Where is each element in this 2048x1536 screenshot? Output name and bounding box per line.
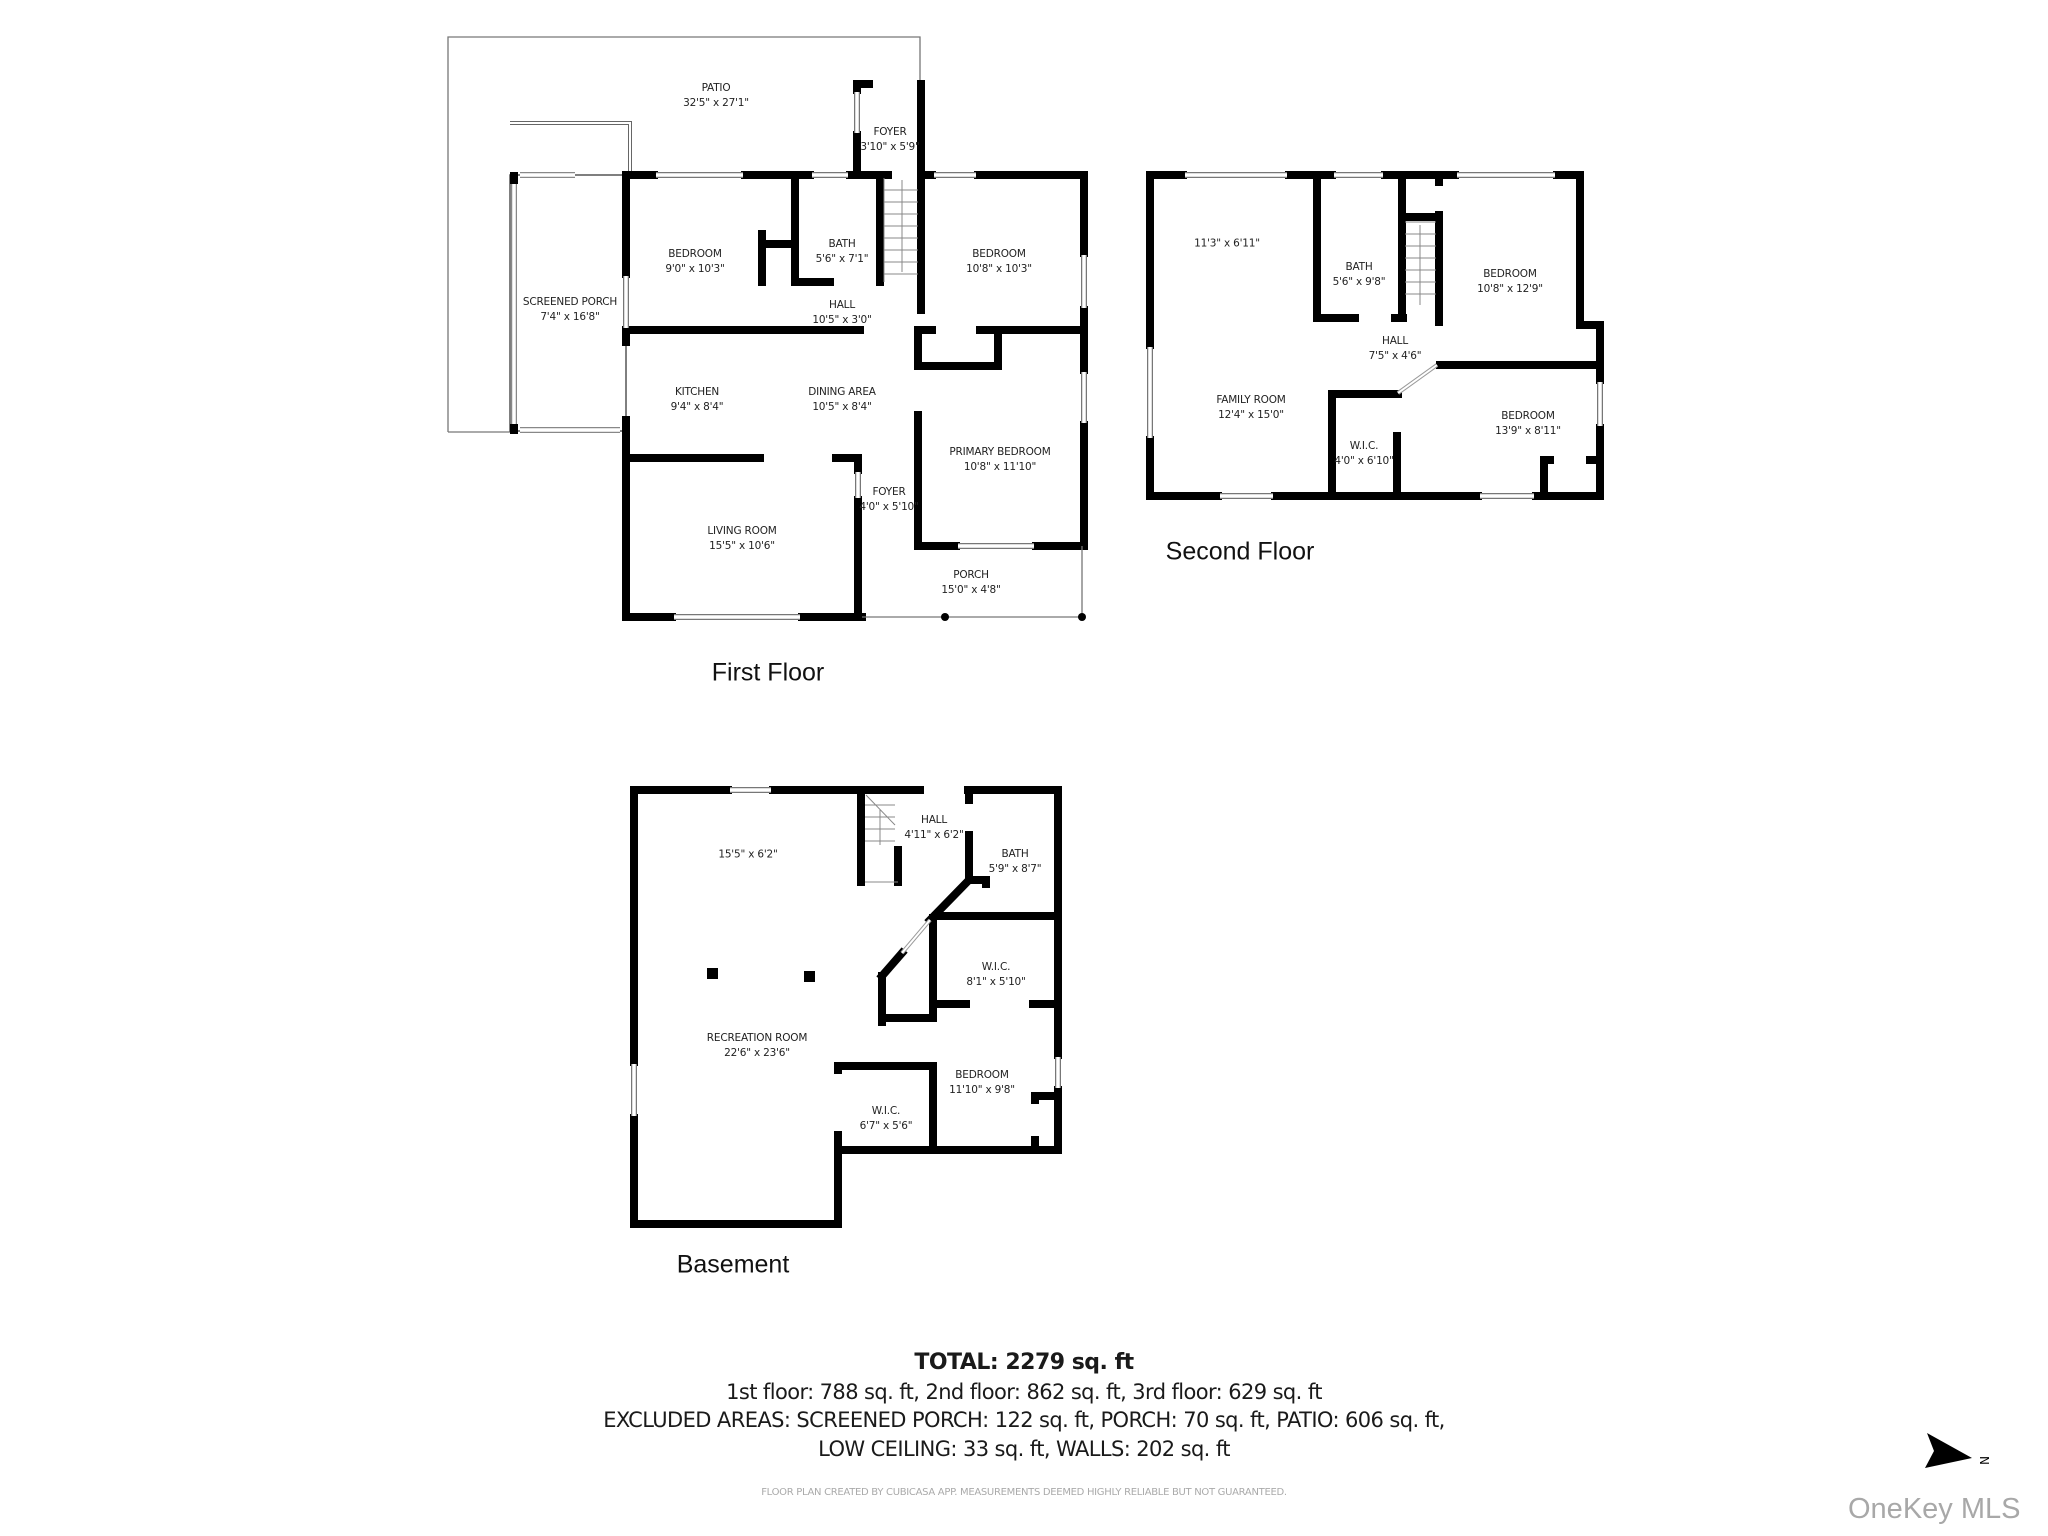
room-name: HALL [1382, 335, 1408, 347]
room-dimensions: 6'7" x 5'6" [859, 1120, 913, 1132]
north-label: N [1977, 1456, 1991, 1465]
room-bedroom-basement: BEDROOM 11'10" x 9'8" [949, 1068, 1015, 1098]
room-name: HALL [921, 814, 947, 826]
basement-plan [630, 786, 1062, 1228]
room-bedroom-3: BEDROOM 10'8" x 12'9" [1477, 267, 1543, 297]
room-name: BEDROOM [972, 248, 1026, 260]
room-name: PORCH [953, 569, 989, 581]
room-name: RECREATION ROOM [706, 1032, 808, 1044]
room-recreation-room: RECREATION ROOM 22'6" x 23'6" [706, 1031, 808, 1061]
room-name: FAMILY ROOM [1216, 394, 1286, 406]
room-bedroom-2: BEDROOM 10'8" x 10'3" [966, 247, 1032, 277]
room-foyer-upper: FOYER 3'10" x 5'9" [860, 125, 920, 155]
first-floor-plan [447, 36, 1088, 621]
room-dimensions: 15'5" x 10'6" [709, 540, 775, 552]
room-name: BEDROOM [1501, 410, 1555, 422]
room-bedroom-4: BEDROOM 13'9" x 8'11" [1495, 409, 1561, 439]
room-dimensions: 10'5" x 8'4" [812, 401, 872, 413]
room-unnamed-upper: 11'3" x 6'11" [1194, 237, 1260, 252]
room-name: W.I.C. [981, 961, 1011, 973]
room-dimensions: 10'8" x 12'9" [1477, 283, 1543, 295]
room-name: FOYER [872, 486, 906, 498]
room-dimensions: 5'9" x 8'7" [988, 863, 1042, 875]
room-dimensions: 9'4" x 8'4" [670, 401, 724, 413]
room-screened-porch: SCREENED PORCH 7'4" x 16'8" [523, 295, 617, 325]
room-bath-basement: BATH 5'9" x 8'7" [989, 847, 1042, 877]
room-foyer-lower: FOYER 4'0" x 5'10" [859, 485, 919, 515]
room-dimensions: 7'4" x 16'8" [540, 311, 600, 323]
room-bedroom-1: BEDROOM 9'0" x 10'3" [665, 247, 725, 277]
room-bath: BATH 5'6" x 7'1" [816, 237, 869, 267]
room-dimensions: 13'9" x 8'11" [1495, 425, 1561, 437]
room-dining-area: DINING AREA 10'5" x 8'4" [808, 385, 876, 415]
room-dimensions: 11'3" x 6'11" [1194, 237, 1260, 250]
room-unnamed-basement: 15'5" x 6'2" [718, 848, 778, 863]
room-dimensions: 4'0" x 6'10" [1334, 455, 1394, 467]
excluded-areas-continued: LOW CEILING: 33 sq. ft, WALLS: 202 sq. f… [818, 1437, 1230, 1461]
room-porch: PORCH 15'0" x 4'8" [941, 568, 1001, 598]
room-bath-2: BATH 5'6" x 9'8" [1333, 260, 1386, 290]
room-wic-basement-2: W.I.C. 6'7" x 5'6" [860, 1104, 913, 1134]
room-dimensions: 5'6" x 9'8" [1332, 276, 1386, 288]
room-name: SCREENED PORCH [522, 296, 618, 308]
room-kitchen: KITCHEN 9'4" x 8'4" [671, 385, 724, 415]
room-dimensions: 12'4" x 15'0" [1218, 409, 1284, 421]
disclaimer: FLOOR PLAN CREATED BY CUBICASA APP. MEAS… [761, 1487, 1287, 1498]
floor-areas: 1st floor: 788 sq. ft, 2nd floor: 862 sq… [726, 1380, 1322, 1404]
room-dimensions: 5'6" x 7'1" [815, 253, 869, 265]
room-dimensions: 15'5" x 6'2" [718, 848, 778, 861]
room-name: W.I.C. [1349, 440, 1379, 452]
total-area: TOTAL: 2279 sq. ft [914, 1350, 1134, 1375]
room-name: BATH [1345, 261, 1373, 273]
north-arrow-icon: N [1925, 1433, 1991, 1468]
room-dimensions: 9'0" x 10'3" [665, 263, 725, 275]
room-living-room: LIVING ROOM 15'5" x 10'6" [707, 524, 776, 554]
excluded-areas: EXCLUDED AREAS: SCREENED PORCH: 122 sq. … [603, 1408, 1445, 1432]
room-dimensions: 10'8" x 10'3" [966, 263, 1032, 275]
room-name: W.I.C. [871, 1105, 901, 1117]
room-hall: HALL 10'5" x 3'0" [812, 298, 872, 328]
room-name: LIVING ROOM [707, 525, 777, 537]
room-name: BATH [1001, 848, 1029, 860]
brand-watermark: OneKey MLS [1848, 1493, 2021, 1525]
room-name: BEDROOM [955, 1069, 1009, 1081]
room-name: PATIO [701, 82, 731, 94]
room-name: BATH [828, 238, 856, 250]
room-dimensions: 4'11" x 6'2" [904, 829, 964, 841]
room-dimensions: 8'1" x 5'10" [966, 976, 1026, 988]
room-name: HALL [829, 299, 855, 311]
room-dimensions: 10'5" x 3'0" [812, 314, 872, 326]
room-dimensions: 3'10" x 5'9" [860, 141, 920, 153]
room-dimensions: 10'8" x 11'10" [963, 461, 1037, 473]
room-dimensions: 7'5" x 4'6" [1368, 350, 1422, 362]
room-name: DINING AREA [808, 386, 876, 398]
room-hall-basement: HALL 4'11" x 6'2" [904, 813, 964, 843]
room-hall-2: HALL 7'5" x 4'6" [1369, 334, 1422, 364]
second-floor-title: Second Floor [1165, 537, 1315, 566]
room-dimensions: 4'0" x 5'10" [859, 501, 919, 513]
room-name: FOYER [873, 126, 907, 138]
room-patio: PATIO 32'5" x 27'1" [683, 81, 749, 111]
basement-title: Basement [676, 1250, 790, 1279]
room-name: BEDROOM [1483, 268, 1537, 280]
room-dimensions: 11'10" x 9'8" [949, 1084, 1015, 1096]
room-dimensions: 15'0" x 4'8" [941, 584, 1001, 596]
room-name: BEDROOM [668, 248, 722, 260]
room-dimensions: 32'5" x 27'1" [683, 97, 749, 109]
room-primary-bedroom: PRIMARY BEDROOM 10'8" x 11'10" [949, 445, 1050, 475]
second-floor-plan [1146, 171, 1604, 500]
room-name: KITCHEN [674, 386, 720, 398]
room-name: PRIMARY BEDROOM [949, 446, 1051, 458]
first-floor-title: First Floor [711, 658, 825, 687]
room-wic-2: W.I.C. 4'0" x 6'10" [1334, 439, 1394, 469]
room-dimensions: 22'6" x 23'6" [724, 1047, 790, 1059]
room-family-room: FAMILY ROOM 12'4" x 15'0" [1216, 393, 1286, 423]
room-wic-basement-1: W.I.C. 8'1" x 5'10" [966, 960, 1026, 990]
